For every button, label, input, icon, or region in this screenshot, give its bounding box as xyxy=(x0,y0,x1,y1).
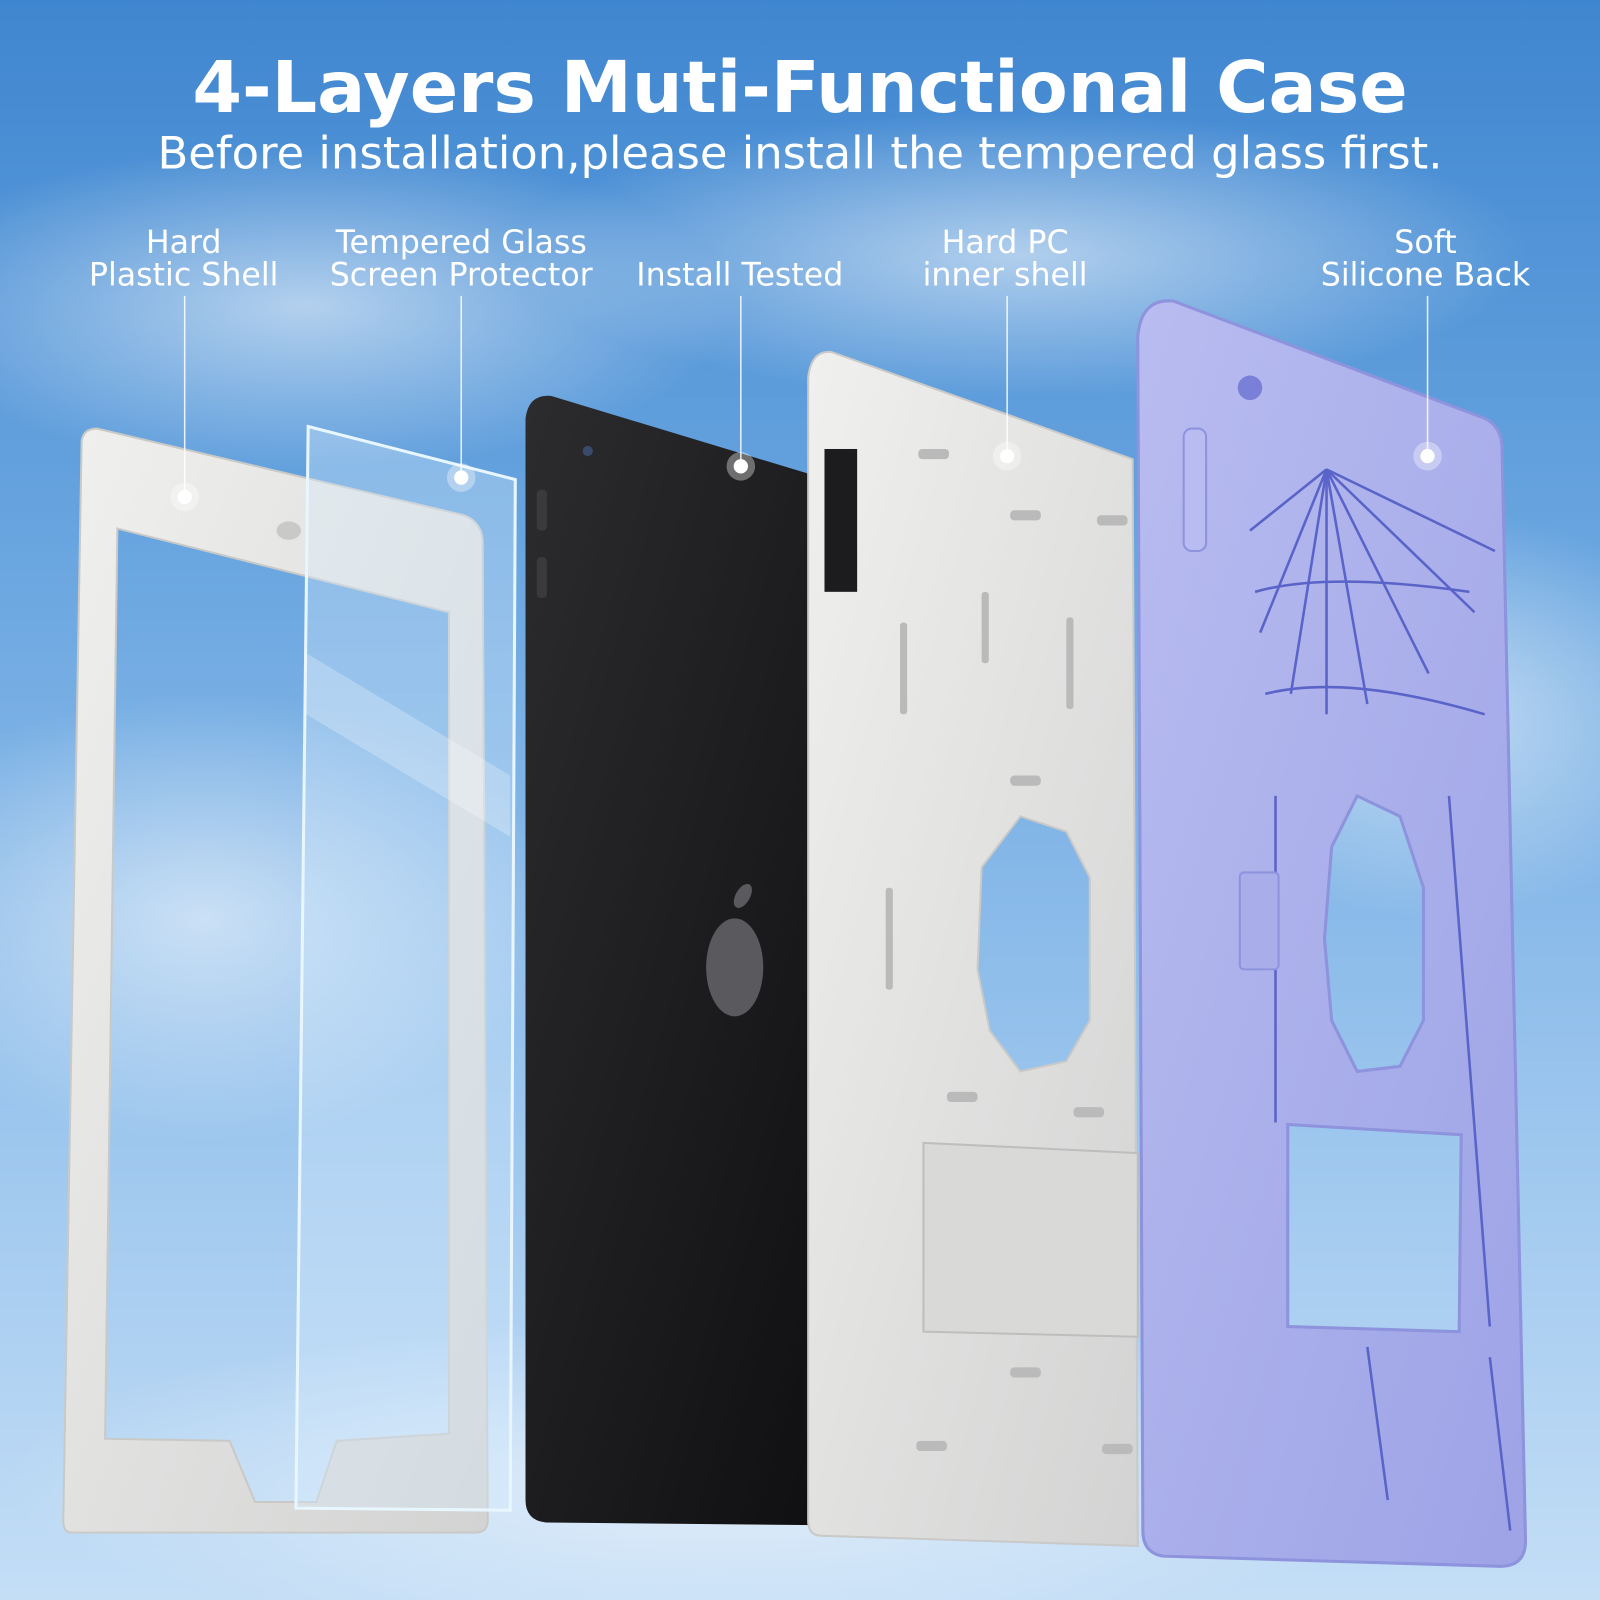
soft-silicone-back xyxy=(1136,299,1528,1568)
label-line: Hard PC xyxy=(942,225,1069,261)
apple-logo-icon xyxy=(706,883,764,1017)
callout-markers xyxy=(170,295,1442,512)
layer-label-hard-plastic-shell: Hard Plastic Shell xyxy=(89,225,279,294)
layer-label-hard-pc-inner-shell: Hard PC inner shell xyxy=(923,225,1088,294)
label-line: inner shell xyxy=(923,258,1088,294)
hard-plastic-shell xyxy=(62,427,489,1534)
volume-button-cover xyxy=(1182,427,1208,553)
spider-web-pattern xyxy=(1249,468,1512,1531)
kickstand xyxy=(922,1141,1139,1338)
side-cutout xyxy=(824,448,858,592)
layer-label-tempered-glass: Tempered Glass Screen Protector xyxy=(330,225,593,294)
page-subtitle: Before installation,please install the t… xyxy=(157,126,1442,179)
hard-pc-inner-shell xyxy=(807,350,1139,1547)
tempered-glass xyxy=(294,424,517,1512)
camera-hole xyxy=(1237,375,1263,400)
layer-label-soft-silicone-back: Soft Silicone Back xyxy=(1321,225,1531,294)
label-line: Silicone Back xyxy=(1321,258,1531,294)
tablet-camera xyxy=(582,445,593,457)
volume-button xyxy=(536,489,547,531)
label-line: Install Tested xyxy=(636,258,843,294)
layer-label-install-tested: Install Tested xyxy=(636,258,843,294)
shell-vents xyxy=(885,448,1133,1455)
label-line: Screen Protector xyxy=(330,258,593,294)
label-line: Plastic Shell xyxy=(89,258,279,294)
camera-hole xyxy=(276,521,302,540)
label-line: Soft xyxy=(1394,225,1456,261)
label-line: Tempered Glass xyxy=(335,225,587,261)
tablet xyxy=(525,395,856,1526)
handle-strap-clip xyxy=(1238,871,1280,971)
volume-button xyxy=(536,557,547,598)
glass-reflection xyxy=(306,653,511,837)
page-title: 4-Layers Muti-Functional Case xyxy=(192,46,1407,129)
label-line: Hard xyxy=(146,225,222,261)
